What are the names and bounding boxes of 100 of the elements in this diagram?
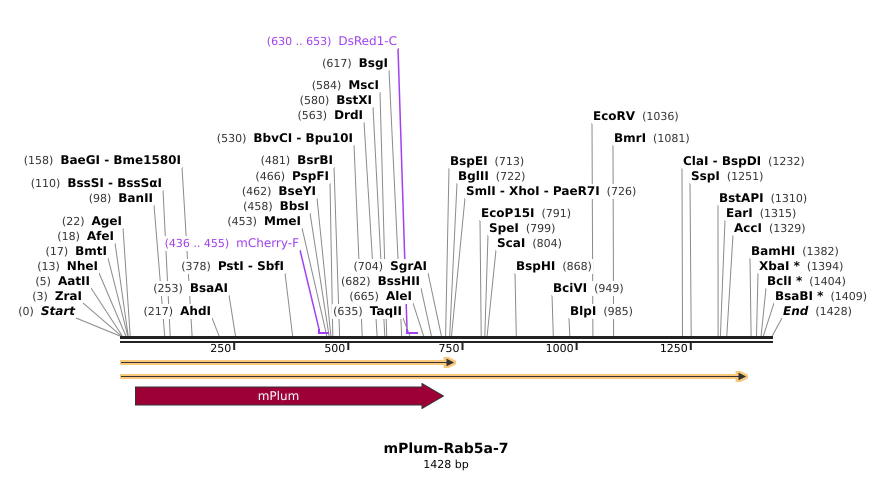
cut-site-label: AccI (1329) [733, 221, 807, 236]
primer-label: (630 .. 653) DsRed1-C [266, 34, 398, 49]
leader-line [772, 318, 782, 336]
cut-site-label: (682) BssHII [340, 274, 421, 289]
cut-site-label: (584) MscI [310, 78, 380, 93]
cut-site-label: (0) Start [17, 304, 76, 319]
leader-line [310, 212, 330, 336]
cut-site-label: (462) BseYI [240, 184, 317, 199]
cut-site-label: (3) ZraI [31, 289, 83, 304]
leader-line [428, 272, 442, 336]
leader-line [568, 318, 570, 336]
leader-line [451, 198, 466, 336]
cut-site-label: (253) BsaAI [152, 281, 229, 296]
cut-site-label: BclI * (1404) [766, 274, 847, 289]
cut-site-label: (481) BsrBI [260, 153, 334, 168]
cut-site-label: (617) BsgI [321, 56, 389, 71]
cut-site-label: (580) BstXI [298, 93, 373, 108]
feature-track [120, 357, 456, 368]
leader-line [76, 318, 120, 336]
leader-line [122, 228, 131, 336]
scale-label: 1250 [660, 342, 688, 355]
cut-site-label: (635) TaqII [332, 304, 403, 319]
leader-line [514, 272, 517, 336]
leader-line [486, 250, 496, 336]
cut-site-label: (453) MmeI [226, 214, 302, 229]
leader-line [480, 220, 482, 336]
leader-line [718, 204, 719, 336]
cut-site-label: SspI (1251) [690, 169, 764, 184]
cut-site-label: (458) BbsI [242, 199, 310, 214]
leader-line [108, 258, 128, 336]
leader-line [334, 166, 340, 336]
leader-line [760, 288, 766, 336]
leader-line [284, 272, 294, 336]
leader-line [299, 250, 320, 330]
leader-line [316, 198, 332, 336]
scale-label: 750 [438, 342, 460, 355]
cut-site-label: End (1428) [782, 304, 853, 319]
leader-line [212, 318, 220, 336]
leader-line [726, 234, 734, 336]
leader-line [750, 258, 752, 336]
cut-site-label: BspEI (713) [449, 154, 526, 169]
leader-line [445, 168, 450, 336]
primer-binding-mark [406, 329, 418, 334]
cut-site-label: BciVI (949) [552, 281, 625, 296]
leader-line [690, 182, 692, 336]
leader-line [420, 288, 432, 336]
leader-line [90, 288, 123, 336]
cut-site-label: (466) PspFI [254, 169, 330, 184]
cut-site-label: (13) NheI [36, 259, 99, 274]
leader-line [82, 302, 122, 336]
cut-site-label: (704) SgrAI [352, 259, 428, 274]
cut-site-label: BstAPI (1310) [718, 191, 808, 206]
cut-site-label: BsaBI * (1409) [774, 289, 868, 304]
cut-site-label: (98) BanII [88, 191, 154, 206]
cut-site-label: (18) AfeI [56, 229, 115, 244]
cut-site-label: SpeI (799) [488, 221, 556, 236]
primer-label: (436 .. 455) mCherry-F [164, 236, 300, 251]
cut-site-label: (158) BaeGI - Bme1580I [22, 153, 182, 168]
scale-label: 250 [210, 342, 232, 355]
leader-line [756, 272, 758, 336]
cut-site-label: (17) BmtI [44, 244, 108, 259]
cut-site-label: BamHI (1382) [750, 244, 840, 259]
scale-label: 1000 [546, 342, 574, 355]
cut-site-label: EarI (1315) [725, 206, 798, 221]
cut-site-label: ClaI - BspDI (1232) [682, 154, 806, 169]
leader-line [762, 302, 774, 336]
leader-line [720, 220, 726, 336]
leader-line [302, 228, 328, 336]
primer-binding-mark [318, 329, 329, 334]
sequence-length: 1428 bp [423, 458, 469, 471]
cut-site-label: BlpI (985) [569, 304, 634, 319]
feature-track [120, 371, 748, 382]
cut-site-label: (5) AatII [34, 274, 91, 289]
cut-site-label: (530) BbvCI - Bpu10I [216, 131, 354, 146]
leader-line [114, 242, 129, 336]
map-title: mPlum-Rab5a-7 [384, 441, 508, 458]
cut-site-label: BmrI (1081) [613, 131, 691, 146]
feature-annotation: mPlum [135, 383, 444, 409]
cut-site-label: (22) AgeI [60, 214, 123, 229]
cut-site-label: XbaI * (1394) [758, 259, 844, 274]
cut-site-label: ScaI (804) [496, 236, 563, 251]
leader-line [449, 182, 458, 336]
cut-site-label: (665) AleI [348, 289, 413, 304]
cut-site-label: (378) PstI - SbfI [180, 259, 285, 274]
leader-line [682, 168, 683, 336]
leader-line [412, 302, 424, 336]
cut-site-label: EcoP15I (791) [480, 206, 572, 221]
scale-label: 500 [324, 342, 346, 355]
leader-line [330, 182, 334, 336]
sequence-backbone [120, 336, 774, 343]
cut-site-label: (110) BssSI - BssSαI [30, 176, 163, 191]
leader-line [552, 294, 554, 336]
cut-site-label: (217) AhdI [142, 304, 212, 319]
cut-site-label: SmlI - XhoI - PaeR7I (726) [465, 184, 638, 199]
cut-site-label: BglII (722) [457, 169, 526, 184]
cut-site-label: (563) DrdI [296, 108, 364, 123]
cut-site-label: EcoRV (1036) [592, 109, 680, 124]
leader-line [402, 318, 410, 336]
leader-line [98, 272, 126, 336]
cut-site-label: BspHI (868) [515, 259, 593, 274]
